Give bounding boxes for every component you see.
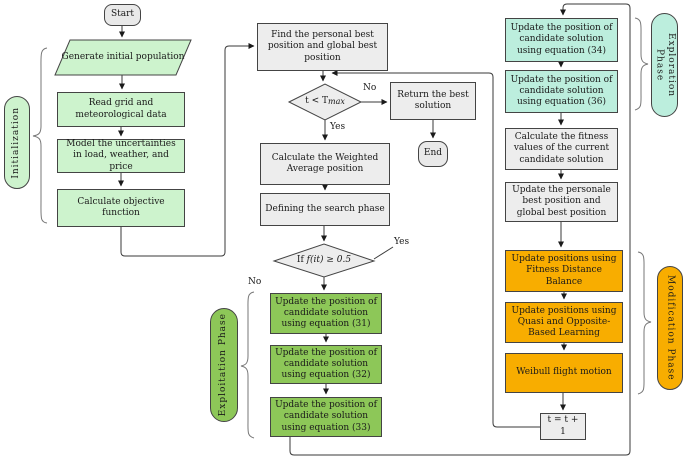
update-eq33-step: Update the position of candidate solutio… [270, 397, 382, 437]
weibull-flight-step: Weibull flight motion [505, 353, 623, 393]
f-check-decision: If f(it) ≥ 0.5 [276, 253, 372, 268]
exploitation-phase-label: Exploitation Phase [210, 308, 238, 422]
read-data-step: Read grid and meteorological data [57, 92, 185, 127]
exploration-phase-label: Exploration Phase [651, 13, 678, 117]
modification-brace [637, 251, 652, 395]
connector-eq33-eq34 [289, 3, 631, 456]
t-check-text: t < T [305, 95, 328, 106]
exploitation-phase-text: Exploitation Phase [218, 313, 229, 417]
f-check-math: f(it) ≥ 0.5 [306, 254, 352, 265]
t-check-subscript: max [328, 96, 345, 106]
fitness-values-step: Calculate the fitness values of the curr… [505, 128, 618, 170]
t-check-no-label: No [363, 83, 377, 93]
update-eq31-step: Update the position of candidate solutio… [270, 293, 382, 334]
end-terminal: End [418, 141, 448, 167]
f-check-yes-label: Yes [394, 237, 410, 247]
modification-phase-label: Modification Phase [657, 266, 683, 390]
fitness-distance-balance-step: Update positions using Fitness Distance … [505, 250, 623, 292]
connector-fcheck-yes-stub [373, 246, 394, 260]
t-check-diamond-shape [287, 83, 363, 121]
update-eq34-step: Update the position of candidate solutio… [505, 18, 618, 62]
model-uncertainties-step: Model the uncertainties in load, weather… [57, 139, 185, 173]
generate-parallelogram-shape [54, 39, 192, 76]
defining-search-phase-step: Defining the search phase [260, 193, 390, 226]
connector-increment-tcheck [331, 70, 540, 428]
update-eq36-step: Update the position of candidate solutio… [505, 70, 618, 113]
exploration-phase-text: Exploration Phase [654, 32, 676, 98]
exploration-brace [634, 17, 649, 111]
weighted-average-step: Calculate the Weighted Average position [260, 143, 390, 185]
modification-phase-text: Modification Phase [665, 275, 676, 381]
t-check-yes-label: Yes [330, 122, 346, 132]
increment-counter-step: t = t + 1 [540, 413, 586, 440]
quasi-opposite-learning-step: Update positions using Quasi and Opposit… [505, 302, 623, 343]
objective-function-step: Calculate objective function [57, 189, 185, 227]
initialization-phase-label: Initialization [4, 96, 30, 189]
start-terminal: Start [104, 4, 141, 26]
find-best-step: Find the personal best position and glob… [257, 23, 388, 71]
connector-objective-findbest [120, 43, 255, 257]
f-check-no-label: No [248, 277, 262, 287]
initialization-brace [32, 47, 48, 224]
return-best-step: Return the best solution [390, 82, 476, 120]
exploitation-brace [240, 291, 255, 439]
update-eq32-step: Update the position of candidate solutio… [270, 345, 382, 384]
update-personal-best-step: Update the personale best position and g… [505, 182, 618, 222]
generate-population-step: Generate initial population [61, 51, 185, 62]
initialization-phase-text: Initialization [11, 106, 22, 179]
f-check-diamond-shape [272, 243, 376, 278]
f-check-prefix: If [296, 254, 304, 265]
